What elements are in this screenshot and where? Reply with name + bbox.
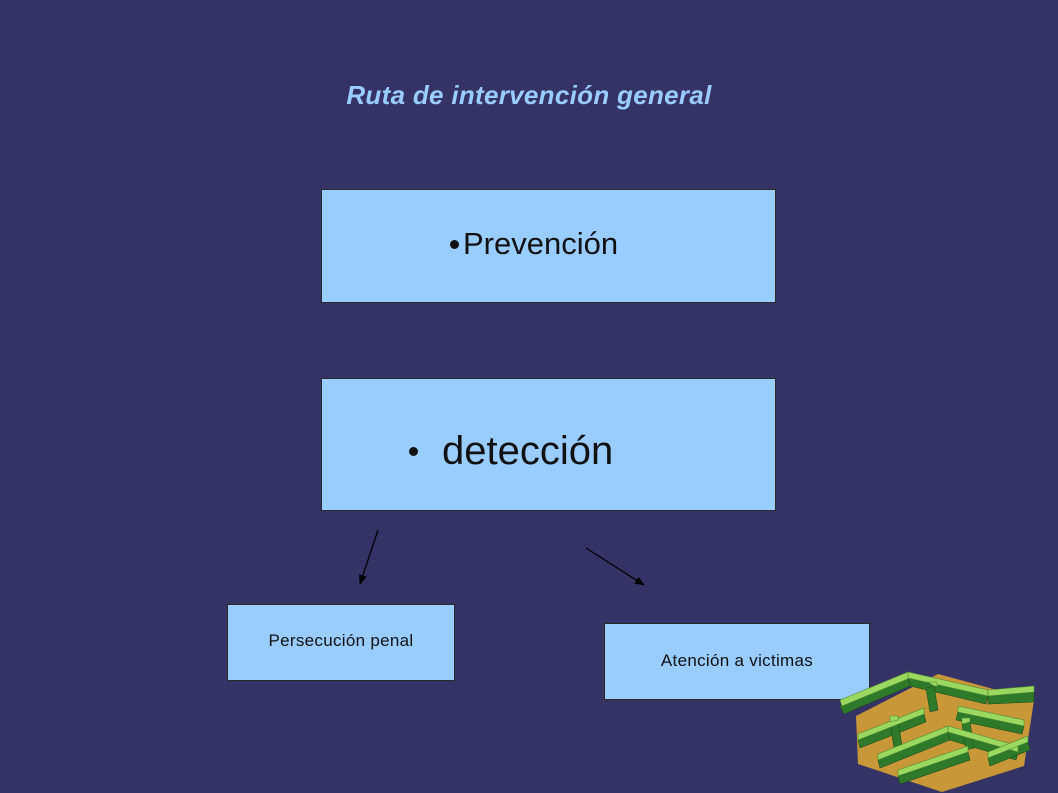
node-prevencion-label: Prevención <box>463 226 619 261</box>
node-prevencion-line: Prevención <box>450 226 618 262</box>
node-persecucion-label: Persecución penal <box>268 631 414 650</box>
maze-walls-dark <box>839 677 1035 785</box>
node-deteccion-line: detección <box>409 429 613 474</box>
bullet-dot-icon <box>450 239 459 249</box>
maze-walls-light <box>839 671 1035 777</box>
arrow-to-atencion <box>585 547 645 586</box>
arrow-to-persecucion <box>359 529 379 585</box>
node-prevencion-box: Prevención <box>321 189 776 303</box>
node-deteccion-box: detección <box>321 378 776 511</box>
slide-title: Ruta de intervención general <box>346 80 712 110</box>
bullet-dot-icon <box>409 447 418 456</box>
maze-icon <box>839 671 1035 792</box>
node-persecucion-box: Persecución penal <box>227 604 455 681</box>
node-deteccion-label: detección <box>442 429 614 473</box>
node-atencion-box: Atención a victimas <box>604 623 870 700</box>
node-atencion-label: Atención a victimas <box>660 651 814 670</box>
